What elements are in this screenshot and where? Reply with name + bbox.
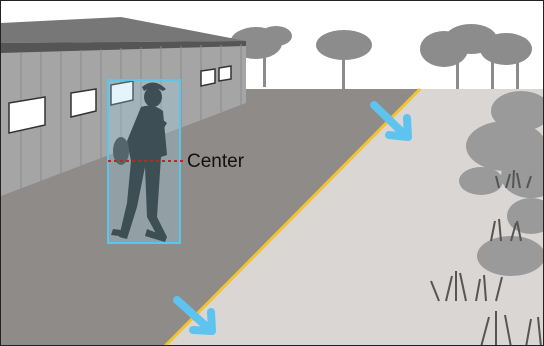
building-window	[219, 66, 231, 81]
building-window	[201, 69, 215, 86]
center-label: Center	[187, 151, 244, 173]
